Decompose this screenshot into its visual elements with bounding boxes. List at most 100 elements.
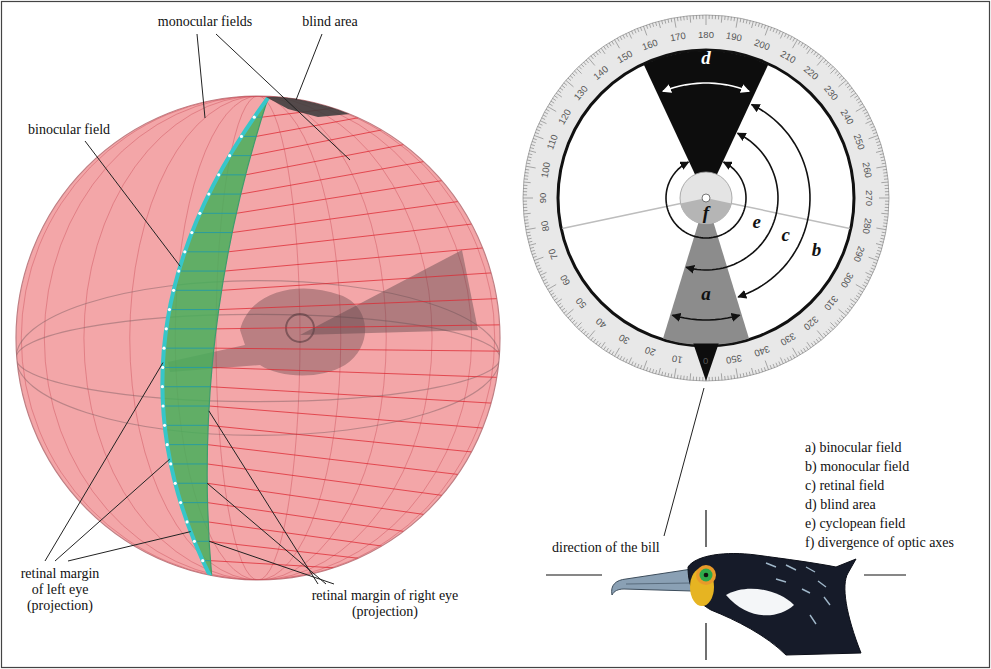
tick xyxy=(839,76,842,79)
tick xyxy=(626,34,628,38)
tick xyxy=(845,311,848,314)
tick xyxy=(806,346,808,349)
inner-disk xyxy=(558,50,854,346)
tick xyxy=(696,377,697,381)
scale-number: 210 xyxy=(778,49,797,66)
tick xyxy=(770,365,771,369)
tick xyxy=(801,43,803,46)
tick xyxy=(570,76,573,79)
leader-line xyxy=(209,541,334,584)
projection-line xyxy=(210,387,491,403)
tick xyxy=(863,285,866,287)
tick xyxy=(876,228,886,230)
tick xyxy=(727,16,728,20)
tick xyxy=(850,299,856,303)
tick xyxy=(523,191,527,192)
scale-number: 190 xyxy=(726,31,743,44)
tick xyxy=(736,18,738,28)
tick xyxy=(542,118,546,120)
tick xyxy=(699,15,700,19)
scale-number: 340 xyxy=(753,344,771,359)
tick xyxy=(864,112,868,114)
scale-number: 160 xyxy=(641,37,659,52)
tick xyxy=(664,372,666,376)
tick xyxy=(601,48,605,54)
tick xyxy=(556,299,562,303)
tick xyxy=(709,15,710,19)
tick xyxy=(814,341,816,344)
leader-line xyxy=(296,34,322,100)
tick xyxy=(649,368,650,372)
tick xyxy=(549,290,552,292)
tick xyxy=(693,15,694,19)
margin-dot xyxy=(207,192,210,195)
tick xyxy=(885,194,889,195)
scale-number: 0 xyxy=(703,356,708,366)
sphere-body xyxy=(16,96,500,580)
tick xyxy=(640,27,641,31)
tick xyxy=(526,228,536,230)
tick xyxy=(734,17,736,21)
tick xyxy=(564,311,567,314)
band-line xyxy=(166,328,216,329)
projection-line xyxy=(212,367,497,377)
tick xyxy=(568,78,571,81)
tick xyxy=(880,156,884,158)
tick xyxy=(730,375,732,379)
tick xyxy=(866,272,872,275)
scale-number: 70 xyxy=(546,247,559,260)
tick xyxy=(793,38,795,41)
margin-label: retinal margin of right eye (projection) xyxy=(290,588,480,620)
tick xyxy=(718,377,719,381)
tick xyxy=(623,35,625,39)
tick xyxy=(776,30,778,34)
tick xyxy=(870,271,874,273)
tick xyxy=(823,60,826,63)
tick xyxy=(734,375,736,379)
projection-line xyxy=(256,118,358,137)
tick xyxy=(882,163,886,165)
band-line xyxy=(187,521,208,522)
tick xyxy=(523,210,527,211)
band-line xyxy=(200,213,236,214)
tick xyxy=(530,247,534,248)
visual-field-sphere xyxy=(16,95,500,580)
tick xyxy=(849,306,852,308)
scale-number: 20 xyxy=(644,345,657,358)
angle-arc xyxy=(663,83,749,91)
scale-number: 90 xyxy=(538,193,548,204)
tick xyxy=(784,34,786,38)
sphere-grid xyxy=(16,95,500,580)
tick xyxy=(764,25,765,29)
tick xyxy=(667,373,669,377)
tick xyxy=(867,118,871,120)
margin-dot xyxy=(168,308,171,311)
tick xyxy=(859,104,862,106)
angle-letter: f xyxy=(703,203,709,223)
band-line xyxy=(169,309,218,310)
tick xyxy=(671,374,673,378)
tick xyxy=(572,320,575,323)
cormorant-head xyxy=(546,510,906,660)
degree-ring xyxy=(523,15,889,381)
projection-line xyxy=(209,541,358,558)
cheek-patch xyxy=(726,589,794,616)
tick xyxy=(823,333,826,336)
tick xyxy=(828,329,831,332)
tick xyxy=(841,315,844,318)
tick xyxy=(880,238,884,240)
tick xyxy=(577,322,582,327)
tick xyxy=(798,351,800,354)
tick xyxy=(558,303,561,305)
scale-number: 330 xyxy=(778,331,797,348)
margin-dot xyxy=(161,385,164,388)
tick xyxy=(677,375,679,379)
margin-label: retinal margin of left eye (projection) xyxy=(14,566,106,614)
center-mark xyxy=(702,194,710,202)
scale-number: 130 xyxy=(572,84,590,103)
tick xyxy=(531,250,535,251)
tick xyxy=(803,45,805,48)
tick xyxy=(870,124,874,126)
